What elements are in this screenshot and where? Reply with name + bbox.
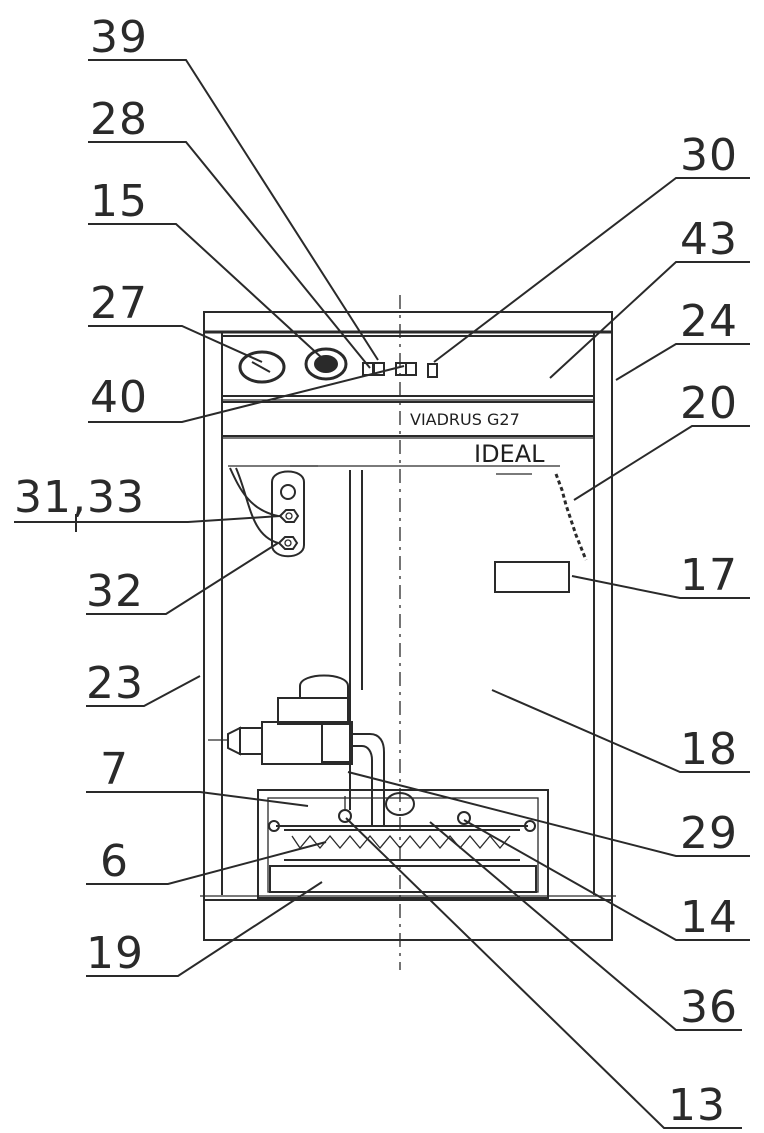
callout-labels: 39 28 15 27 40 30 43 24 20 31,33 32 17 2…: [14, 12, 738, 1131]
callout-15: 15: [90, 176, 148, 227]
callout-30: 30: [680, 130, 738, 181]
callout-20: 20: [680, 378, 738, 429]
thermometer-gauge: [238, 350, 286, 384]
callout-23: 23: [86, 658, 144, 709]
control-panel: VIADRUS G27: [221, 335, 595, 439]
maker-label: IDEAL: [474, 440, 545, 468]
leader-lines: [14, 59, 750, 1129]
gas-valve-assembly: [208, 674, 385, 826]
callout-28: 28: [90, 94, 148, 145]
brand-label: VIADRUS G27: [410, 410, 520, 429]
indicator-lamp: [427, 363, 438, 378]
callout-32: 32: [86, 566, 144, 617]
pressure-gauge: [304, 347, 348, 381]
callout-27: 27: [90, 278, 148, 329]
switch-pair-2: [395, 362, 417, 376]
callout-13: 13: [668, 1080, 726, 1131]
burner-compartment: [257, 789, 549, 899]
callout-29: 29: [680, 808, 738, 859]
callout-40: 40: [90, 372, 148, 423]
callout-43: 43: [680, 214, 738, 265]
internal-pipes: [228, 465, 560, 810]
callout-24: 24: [680, 296, 738, 347]
sensor-cable: [554, 473, 588, 561]
boiler-outline: [200, 311, 616, 941]
callout-14: 14: [680, 892, 738, 943]
rating-plate: [494, 561, 570, 593]
callout-17: 17: [680, 550, 738, 601]
callout-19: 19: [86, 928, 144, 979]
callout-7: 7: [100, 744, 129, 795]
callout-31-33: 31,33: [14, 472, 145, 523]
callout-6: 6: [100, 836, 129, 887]
ignition-unit: [229, 467, 305, 558]
callout-36: 36: [680, 982, 738, 1033]
callout-39: 39: [90, 12, 148, 63]
callout-18: 18: [680, 724, 738, 775]
